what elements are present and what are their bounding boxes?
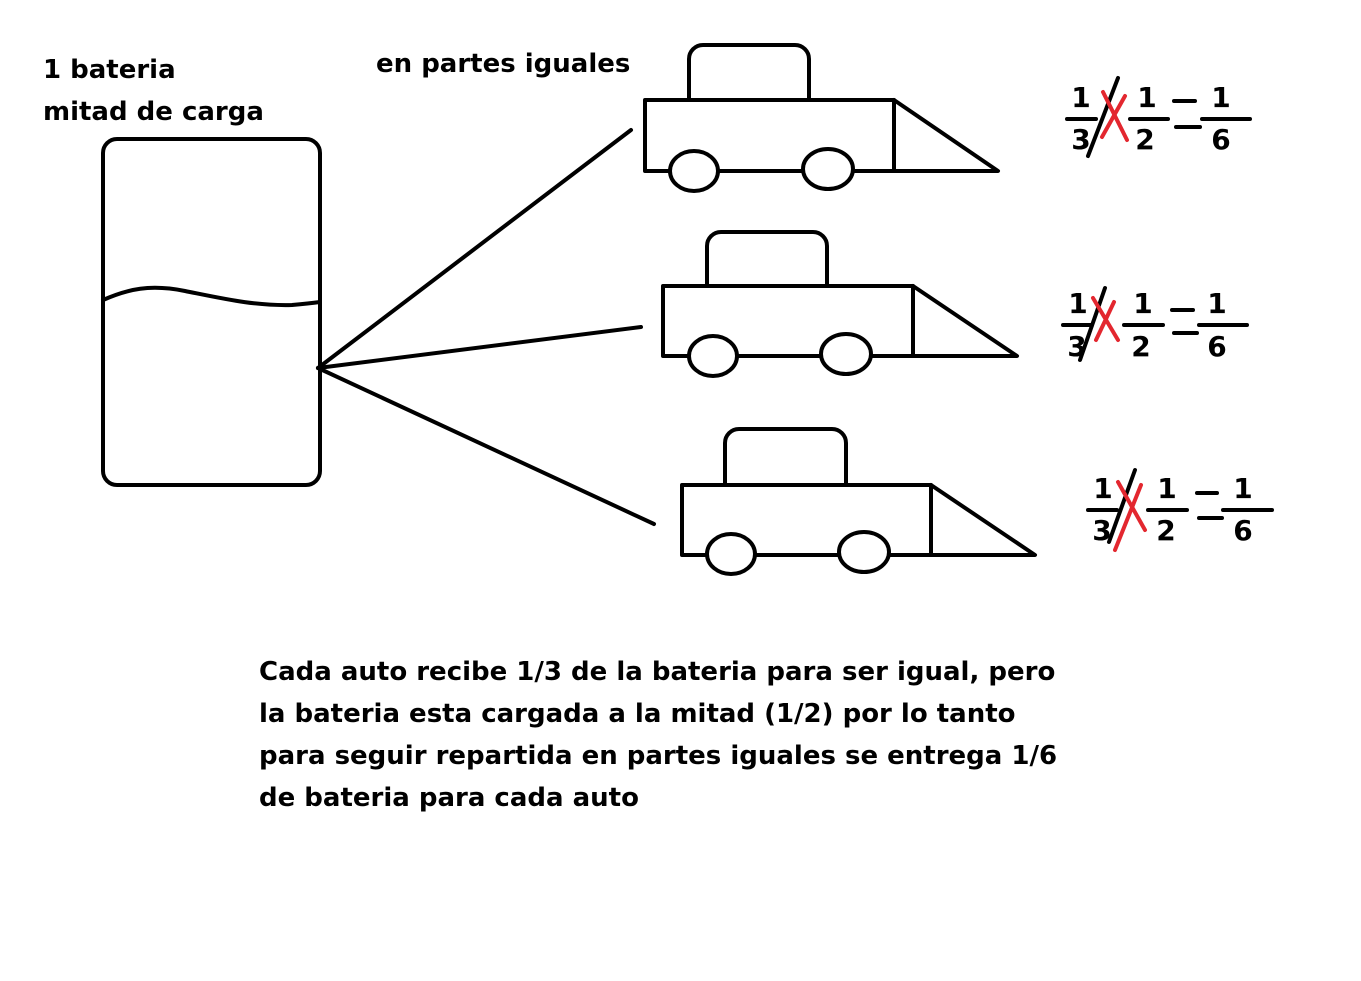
car-3-wheel-front bbox=[837, 530, 891, 574]
distribution-line-top bbox=[316, 128, 633, 370]
eq-1-slash bbox=[1086, 76, 1120, 158]
distribution-lines bbox=[316, 128, 656, 526]
eq-3-cross-mark-b bbox=[1113, 483, 1143, 552]
eq-2-result-denominator: 6 bbox=[1207, 330, 1226, 363]
battery-charge-level-line bbox=[101, 285, 322, 308]
car-3-front bbox=[929, 483, 1037, 557]
shared-equally-label: en partes iguales bbox=[376, 49, 631, 79]
car-1-wheel-front bbox=[801, 147, 855, 191]
distribution-line-bottom bbox=[316, 366, 656, 526]
eq-3-result-numerator: 1 bbox=[1233, 472, 1252, 505]
equation-3: 1 3 1 2 1 6 bbox=[1086, 468, 1274, 552]
eq-3-result-denominator: 6 bbox=[1233, 514, 1252, 547]
battery-label-line-2: mitad de carga bbox=[43, 97, 264, 127]
eq-2-result-numerator: 1 bbox=[1207, 287, 1226, 320]
eq-1-result-numerator: 1 bbox=[1211, 81, 1230, 114]
eq-3-a-numerator: 1 bbox=[1093, 472, 1112, 505]
eq-2-b-denominator: 2 bbox=[1131, 330, 1150, 363]
explanation-line-4: de bateria para cada auto bbox=[259, 783, 639, 813]
explanation-line-3: para seguir repartida en partes iguales … bbox=[259, 741, 1058, 771]
battery-body bbox=[101, 137, 322, 487]
equation-2: 1 3 1 2 1 6 bbox=[1061, 286, 1249, 363]
car-2-front bbox=[911, 284, 1019, 358]
car-1 bbox=[643, 43, 1000, 193]
battery-label-line-1: 1 bateria bbox=[43, 55, 176, 85]
eq-2-slash bbox=[1078, 286, 1107, 362]
eq-1-b-numerator: 1 bbox=[1137, 81, 1156, 114]
battery-label: 1 bateria mitad de carga bbox=[43, 49, 264, 133]
eq-1-b-denominator: 2 bbox=[1135, 123, 1154, 156]
eq-1-a-numerator: 1 bbox=[1071, 81, 1090, 114]
car-1-wheel-rear bbox=[668, 149, 720, 193]
explanation-line-1: Cada auto recibe 1/3 de la bateria para … bbox=[259, 657, 1056, 687]
car-2 bbox=[661, 230, 1019, 378]
car-1-front bbox=[892, 98, 1000, 173]
eq-1-cross-mark-b bbox=[1100, 94, 1127, 139]
eq-1-a-denominator: 3 bbox=[1071, 123, 1090, 156]
eq-2-b-numerator: 1 bbox=[1133, 287, 1152, 320]
eq-3-slash bbox=[1107, 468, 1137, 544]
equation-1: 1 3 1 2 1 6 bbox=[1065, 76, 1252, 158]
eq-3-a-denominator: 3 bbox=[1092, 514, 1111, 547]
eq-2-a-denominator: 3 bbox=[1067, 330, 1086, 363]
explanation-line-2: la bateria esta cargada a la mitad (1/2)… bbox=[259, 699, 1016, 729]
eq-3-b-denominator: 2 bbox=[1156, 514, 1175, 547]
car-3 bbox=[680, 427, 1037, 576]
car-3-wheel-rear bbox=[705, 532, 757, 576]
distribution-line-middle bbox=[316, 325, 643, 370]
eq-3-b-numerator: 1 bbox=[1157, 472, 1176, 505]
eq-2-cross-mark-b bbox=[1094, 300, 1116, 342]
car-2-wheel-rear bbox=[687, 334, 739, 378]
car-2-wheel-front bbox=[819, 332, 873, 376]
eq-2-a-numerator: 1 bbox=[1068, 287, 1087, 320]
eq-1-result-denominator: 6 bbox=[1211, 123, 1230, 156]
battery-drawing bbox=[101, 137, 322, 487]
explanation-paragraph: Cada auto recibe 1/3 de la bateria para … bbox=[259, 651, 1057, 819]
